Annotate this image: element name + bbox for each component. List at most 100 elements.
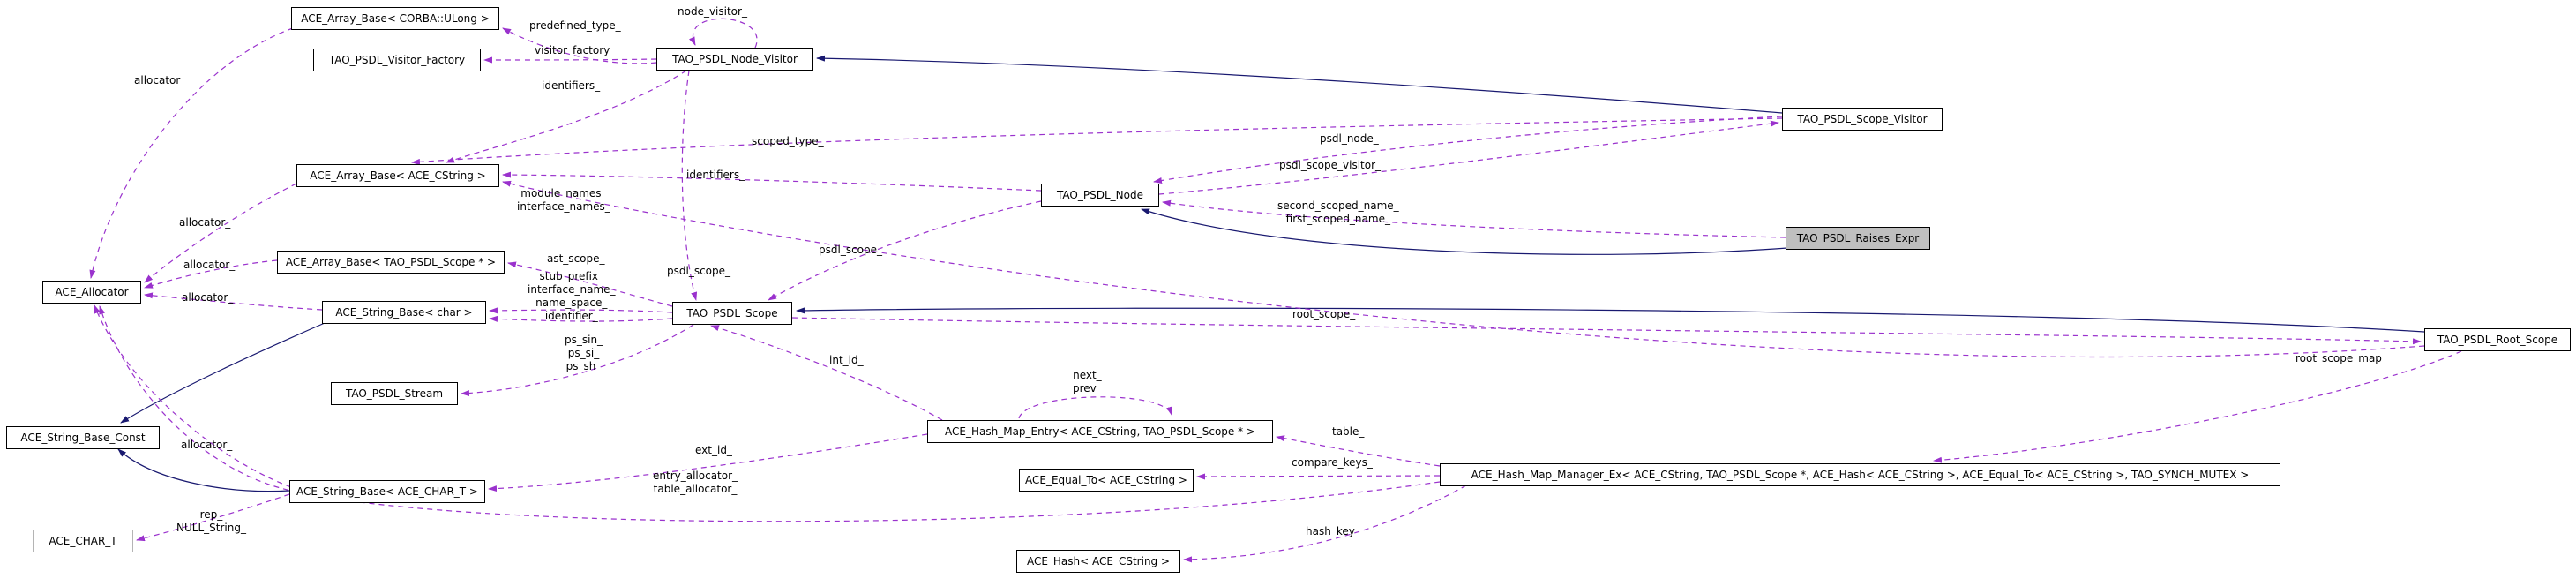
edge-label-line: next_ [1073,369,1102,381]
edge-inherit-string-char-to-const [120,322,326,424]
edge-label-root-scope: root_scope_ [1292,308,1355,321]
edge-label-line: second_scoped_name_ [1277,199,1399,212]
edge-label-line: ps_si_ [567,347,600,359]
class-node-ace-char-t: ACE_CHAR_T [33,530,133,552]
edge-label-line: visitor_factory_ [535,44,616,56]
edge-label-line: node_visitor_ [678,5,747,18]
class-node-hash-map-entry[interactable]: ACE_Hash_Map_Entry< ACE_CString, TAO_PSD… [927,420,1273,443]
edge-label-compare-keys: compare_keys_ [1292,456,1373,470]
edge-label-line: root_scope_ [1292,308,1356,320]
edge-label-line: stub_prefix_ [539,270,604,282]
edge-label-line: module_names_ [520,187,607,199]
edge-label-next-prev: next_prev_ [1073,369,1102,395]
edge-label-line: table_ [1332,425,1365,438]
edge-label-line: int_id_ [829,354,864,366]
edge-psdl-scope-from-node-visitor [681,70,698,301]
edge-entry-self-loop [1018,396,1172,419]
edge-psdl-scope-from-node [768,200,1042,301]
edge-label-line: allocator_ [179,216,231,229]
edge-label-line: compare_keys_ [1292,456,1373,469]
class-node-hash-map-manager[interactable]: ACE_Hash_Map_Manager_Ex< ACE_CString, TA… [1440,463,2280,486]
edge-label-line: root_scope_map_ [2295,352,2387,364]
class-node-stream[interactable]: TAO_PSDL_Stream [331,382,458,405]
edge-root-scope-map [1933,350,2462,463]
edge-label-line: NULL_String_ [176,522,246,534]
edge-label-line: ast_scope_ [547,252,605,265]
edge-root-scope [791,317,2422,345]
edge-label-line: ps_sin_ [565,334,603,346]
class-node-visitor-factory[interactable]: TAO_PSDL_Visitor_Factory [313,49,481,71]
class-node-hash[interactable]: ACE_Hash< ACE_CString > [1016,550,1180,573]
edge-psdl-scope-visitor [1158,120,1779,195]
edge-label-module-interface-names: module_names_interface_names_ [517,187,610,214]
edge-label-allocator-4: allocator_ [182,291,233,304]
edge-label-node-visitor-loop: node_visitor_ [678,5,747,19]
edge-label-allocator-2: allocator_ [179,216,230,229]
edge-module-interface-names [502,180,2425,358]
edge-inherit-scope-visitor-to-node-visitor [816,55,1783,114]
edge-label-line: psdl_scope_ [819,244,883,256]
edge-ext-id [488,433,928,492]
edge-scoped-type [411,117,1783,165]
edge-label-line: psdl_node_ [1320,132,1379,145]
edge-label-scope-strings: stub_prefix_interface_name_name_space_id… [528,270,616,323]
edge-label-visitor-factory: visitor_factory_ [535,44,615,57]
edge-label-predefined-type: predefined_type_ [529,19,621,33]
edge-allocator-cstring [144,183,297,283]
class-node-ulong-array[interactable]: ACE_Array_Base< CORBA::ULong > [291,7,499,30]
edge-scoped-names [1162,199,1786,238]
edge-inherit-raises-expr-to-node [1141,208,1788,255]
edge-predefined-type [502,27,657,64]
class-node-root-scope[interactable]: TAO_PSDL_Root_Scope [2424,328,2571,351]
edge-label-line: allocator_ [134,74,186,86]
edge-hash-key [1183,485,1467,563]
edge-label-line: psdl_scope_visitor_ [1279,159,1382,171]
edge-label-psdl-scope-visitor: psdl_scope_visitor_ [1279,159,1381,172]
class-node-node-visitor[interactable]: TAO_PSDL_Node_Visitor [656,48,813,71]
edge-int-id [710,325,943,421]
edge-ast-scope [507,261,673,307]
edge-allocator-scope-ptr [144,259,278,289]
edge-label-scoped-names: second_scoped_name_first_scoped_name_ [1277,199,1399,226]
edge-label-entry-table-allocator: entry_allocator_table_allocator_ [653,470,738,496]
edge-allocator-ulong [89,27,294,279]
edge-label-ast-scope: ast_scope_ [547,252,605,266]
edge-label-line: interface_name_ [528,283,616,296]
edge-label-line: ext_id_ [695,444,732,456]
edge-label-psdl-node: psdl_node_ [1320,132,1379,146]
edge-label-table: table_ [1332,425,1364,439]
edge-label-line: scoped_type_ [752,135,824,147]
edge-label-line: hash_key_ [1306,525,1360,537]
class-node-equal-to[interactable]: ACE_Equal_To< ACE_CString > [1019,469,1194,492]
edge-rep-null-string [136,493,290,542]
edge-label-scoped-type: scoped_type_ [752,135,824,148]
edge-label-line: identifiers_ [686,169,745,181]
edge-label-ps-streams: ps_sin_ps_si_ps_sh_ [565,334,603,373]
edge-label-allocator-3: allocator_ [183,259,235,272]
edge-label-line: entry_allocator_ [653,470,738,482]
class-node-scope-visitor[interactable]: TAO_PSDL_Scope_Visitor [1782,108,1943,131]
edge-identifiers-node-visitor [446,70,687,163]
class-node-string-base-char[interactable]: ACE_String_Base< char > [322,301,486,324]
edge-visitor-factory [483,56,657,64]
edge-label-line: interface_names_ [517,200,610,213]
edge-label-hash-key: hash_key_ [1306,525,1360,538]
edge-label-line: name_space_ [535,297,608,309]
class-node-allocator[interactable]: ACE_Allocator [42,281,141,304]
edge-label-int-id: int_id_ [829,354,864,367]
class-node-node[interactable]: TAO_PSDL_Node [1041,184,1159,207]
edge-node-visitor-self-loop [689,18,758,49]
class-node-cstring-array[interactable]: ACE_Array_Base< ACE_CString > [296,164,499,187]
class-node-string-base-const[interactable]: ACE_String_Base_Const [6,426,160,449]
edge-label-line: allocator_ [181,439,233,451]
edge-scope-strings-b [489,315,673,322]
edge-inherit-string-ace-char-t-to-const [117,448,290,492]
edge-label-psdl-scope-from-visitor: psdl_scope_ [667,265,730,278]
class-node-scope[interactable]: TAO_PSDL_Scope [672,302,792,325]
class-node-scope-ptr-array[interactable]: ACE_Array_Base< TAO_PSDL_Scope * > [277,251,505,274]
class-node-string-base-ace-char-t[interactable]: ACE_String_Base< ACE_CHAR_T > [289,480,485,503]
edge-label-line: first_scoped_name_ [1285,213,1390,225]
edge-label-line: predefined_type_ [529,19,621,32]
